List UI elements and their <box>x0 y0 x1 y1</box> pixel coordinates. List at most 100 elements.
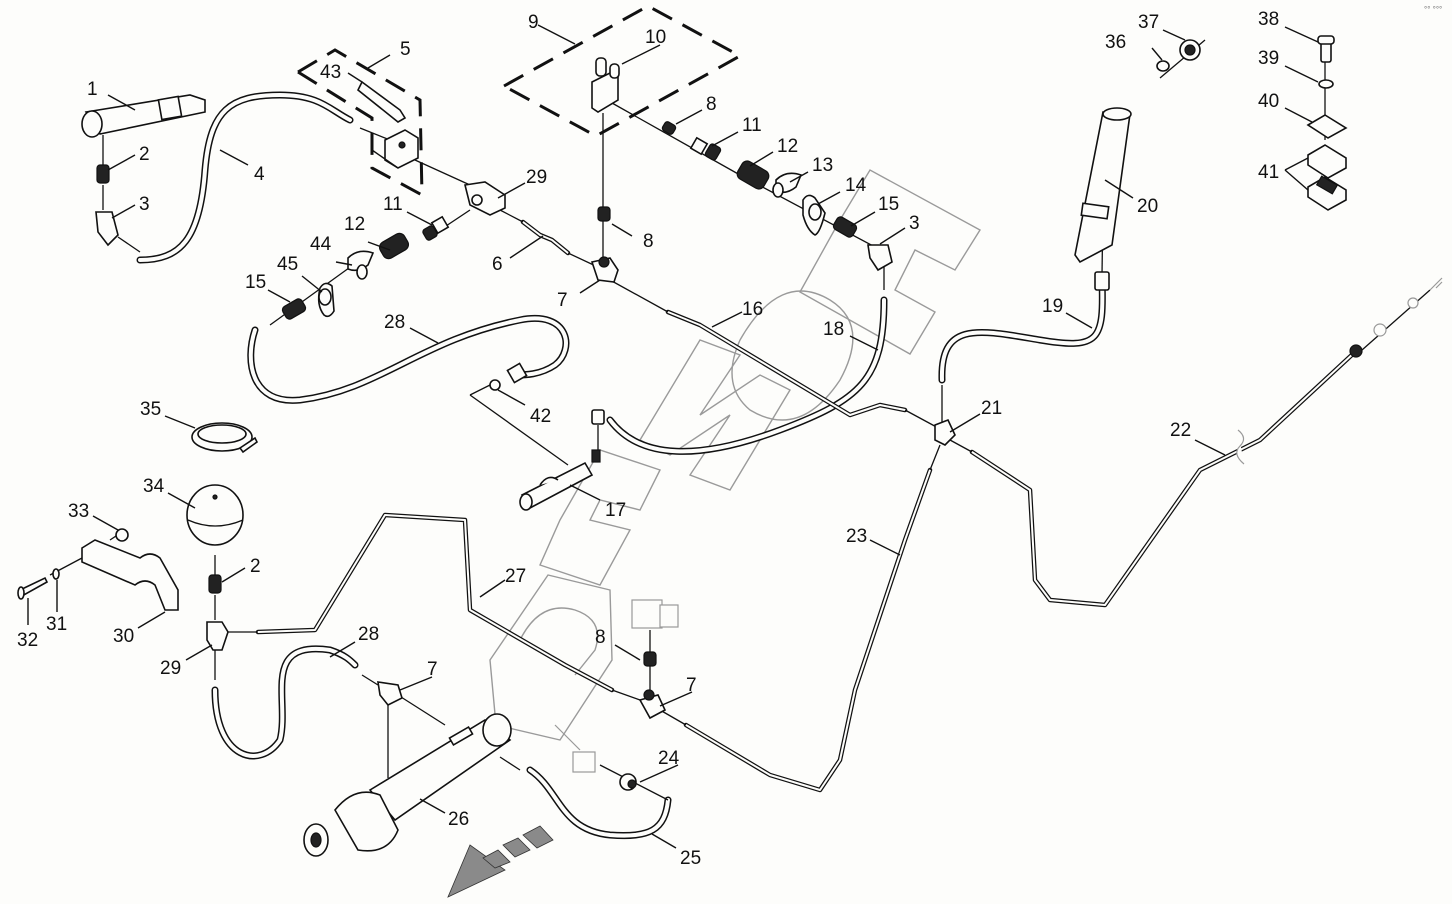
callout-23: 23 <box>846 526 867 547</box>
callout-2-lower: 2 <box>250 556 261 577</box>
corner-mark: °° °°° <box>1424 5 1442 14</box>
callout-44: 44 <box>310 234 332 255</box>
callout-19: 19 <box>1042 296 1063 317</box>
callout-42: 42 <box>530 406 551 427</box>
part-8-fitting-mid <box>597 206 611 222</box>
part-7-tee <box>590 256 619 283</box>
part-42-washer <box>489 362 528 391</box>
part-3-elbow <box>95 211 119 247</box>
watermark-logo <box>489 169 981 741</box>
part-38-bolt <box>1317 35 1335 63</box>
callout-28: 28 <box>384 312 405 333</box>
callout-41: 41 <box>1258 162 1279 183</box>
part-32-bolt <box>17 576 49 600</box>
part-30-bracket <box>81 539 179 611</box>
part-15-adapter <box>832 216 858 238</box>
callout-27: 27 <box>505 566 526 587</box>
callout-24: 24 <box>658 748 680 769</box>
callout-33: 33 <box>68 501 89 522</box>
callout-36: 36 <box>1105 32 1126 53</box>
tube-22 <box>969 349 1358 608</box>
callout-7-left: 7 <box>427 659 438 680</box>
hose-19 <box>938 276 1106 384</box>
callout-43: 43 <box>320 62 341 83</box>
callout-11: 11 <box>742 115 762 136</box>
part-29-tee-lower <box>206 621 229 651</box>
callout-8-mid: 8 <box>643 231 654 252</box>
part-2-nipple <box>96 164 110 184</box>
part-45-cap <box>317 282 335 318</box>
callout-22: 22 <box>1170 420 1191 441</box>
ghost-valve-lower <box>631 599 679 629</box>
callout-26: 26 <box>448 809 469 830</box>
tube-23 <box>683 467 933 793</box>
callout-6: 6 <box>492 254 503 275</box>
callout-35: 35 <box>140 399 161 420</box>
part-13-dust-cap <box>772 172 803 198</box>
part-2-nipple-lower <box>208 574 222 594</box>
part-22-end-fittings <box>1349 277 1443 358</box>
callout-28-lower: 28 <box>358 624 379 645</box>
callout-15: 15 <box>878 194 899 215</box>
callout-5: 5 <box>400 39 411 60</box>
callout-7-mid: 7 <box>686 675 697 696</box>
callout-12-left: 12 <box>344 214 365 235</box>
callout-4: 4 <box>254 164 265 185</box>
part-11-nut <box>689 136 722 161</box>
callout-34: 34 <box>143 476 165 497</box>
part-21-cross <box>934 418 956 446</box>
part-43-link <box>356 80 407 123</box>
part-14-cap <box>802 194 826 236</box>
valve-group-boundary-5 <box>297 48 424 197</box>
callout-39: 39 <box>1258 48 1279 69</box>
part-11-nut-left <box>422 215 450 241</box>
part-31-washer <box>52 568 60 580</box>
part-40-plate <box>1306 114 1348 139</box>
callout-25: 25 <box>680 848 701 869</box>
part-29-tee <box>464 181 506 216</box>
part-39-washer <box>1318 79 1334 89</box>
part-33-nut <box>115 528 129 542</box>
callout-10: 10 <box>645 27 666 48</box>
part-5-valve-block <box>384 129 419 169</box>
part-20-cylinder <box>1074 107 1132 291</box>
break-symbol <box>1236 429 1245 465</box>
callout-2: 2 <box>139 144 150 165</box>
callout-40: 40 <box>1258 91 1279 112</box>
valve-group-boundary-9 <box>500 4 744 138</box>
front-direction-arrow <box>447 825 554 898</box>
part-17-cylinder <box>519 409 605 511</box>
part-26-cylinder <box>303 713 512 857</box>
callout-17: 17 <box>605 500 626 521</box>
callout-16: 16 <box>742 299 763 320</box>
part-41-clamp <box>1307 144 1347 211</box>
callout-8-lower: 8 <box>595 627 606 648</box>
callout-leaders <box>27 24 1319 849</box>
callout-3: 3 <box>139 194 150 215</box>
part-35-hose-clamp <box>191 422 259 454</box>
part-8-fitting <box>661 121 677 135</box>
callout-37: 37 <box>1138 12 1159 33</box>
part-44-dust-cap <box>347 250 375 280</box>
callout-21: 21 <box>981 398 1002 419</box>
callout-14: 14 <box>845 175 867 196</box>
part-37-nut <box>1179 39 1201 61</box>
callout-labels: 1 2 3 4 5 43 9 10 8 11 12 13 14 15 3 29 … <box>17 9 1279 869</box>
callout-11-left: 11 <box>383 194 403 215</box>
part-7-tee-mid <box>638 689 667 720</box>
callout-45: 45 <box>277 254 298 275</box>
callout-9: 9 <box>528 12 539 33</box>
callout-13: 13 <box>812 155 833 176</box>
part-12-coupling-left <box>378 232 410 260</box>
part-7-tee-left <box>377 681 403 707</box>
hose-25 <box>526 766 672 840</box>
part-12-coupling <box>736 160 770 190</box>
callout-12: 12 <box>777 136 798 157</box>
callout-32: 32 <box>17 630 38 651</box>
callout-20: 20 <box>1137 196 1158 217</box>
callout-7: 7 <box>557 290 568 311</box>
part-34-accumulator <box>186 484 244 546</box>
callout-3-right: 3 <box>909 213 920 234</box>
callout-31: 31 <box>46 614 67 635</box>
